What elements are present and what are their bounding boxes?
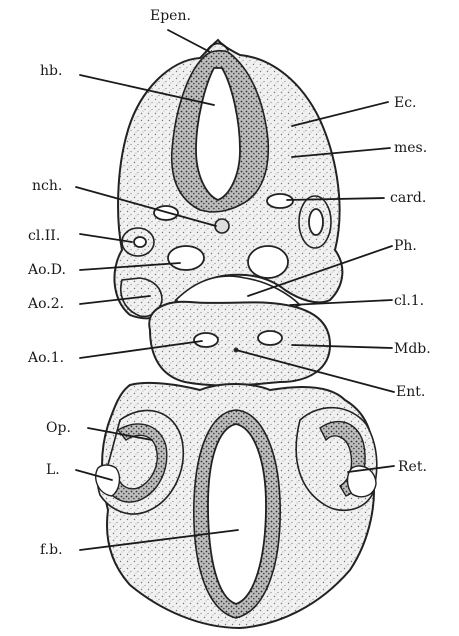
label-l: L.	[46, 462, 60, 478]
label-nch: nch.	[32, 178, 62, 194]
label-mdb: Mdb.	[394, 341, 431, 357]
label-cl2: cl.II.	[28, 228, 60, 244]
label-op: Op.	[46, 420, 71, 436]
label-card: card.	[390, 190, 426, 206]
label-fb: f.b.	[40, 542, 63, 558]
mandibular-vessel-right	[258, 331, 282, 345]
label-ret: Ret.	[398, 459, 427, 475]
label-aod: Ao.D.	[27, 262, 66, 278]
dorsal-aorta-right	[248, 246, 288, 278]
label-ph: Ph.	[394, 238, 417, 254]
cardinal-vein-right	[267, 194, 293, 208]
label-ao1: Ao.1.	[27, 350, 64, 366]
leader-epen	[168, 30, 210, 52]
mandibular-arch	[149, 302, 330, 386]
label-ent: Ent.	[396, 384, 425, 400]
label-mes: mes.	[394, 140, 427, 156]
label-hb: hb.	[40, 63, 62, 79]
label-cl1: cl.1.	[394, 293, 424, 309]
label-ec: Ec.	[394, 95, 417, 111]
right-arch-vessel	[309, 209, 323, 235]
label-ao2: Ao.2.	[27, 296, 64, 312]
notochord	[215, 219, 229, 233]
forebrain-lumen	[208, 424, 266, 604]
first-aortic-arch-vessel	[194, 333, 218, 347]
left-cleft-II-vessel	[134, 237, 146, 247]
label-epen: Epen.	[150, 8, 191, 24]
dorsal-aorta-left	[168, 246, 204, 270]
